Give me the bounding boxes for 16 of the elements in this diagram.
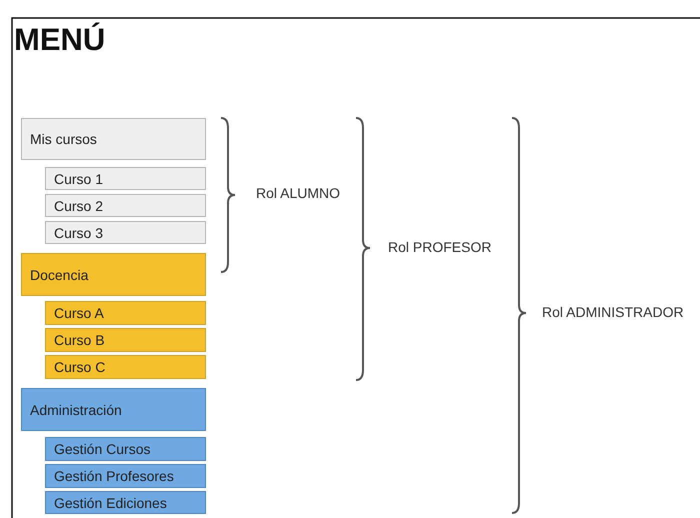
submenu-item-box: Curso C <box>45 355 206 379</box>
menu-section-box: Docencia <box>21 253 206 296</box>
submenu-item-box: Curso 1 <box>45 167 206 190</box>
submenu-item-box: Curso 2 <box>45 194 206 217</box>
submenu-item-box: Curso A <box>45 301 206 325</box>
menu-section-box: Mis cursos <box>21 118 206 160</box>
role-label: Rol ADMINISTRADOR <box>542 304 684 320</box>
submenu-item-box: Curso B <box>45 328 206 352</box>
submenu-item-box: Gestión Ediciones <box>45 491 206 514</box>
submenu-item-box: Gestión Cursos <box>45 437 206 461</box>
role-label: Rol ALUMNO <box>256 185 340 201</box>
submenu-item-box: Curso 3 <box>45 221 206 244</box>
role-label: Rol PROFESOR <box>388 239 492 255</box>
submenu-item-box: Gestión Profesores <box>45 464 206 488</box>
menu-section-box: Administración <box>21 388 206 431</box>
title: MENÚ <box>14 22 106 58</box>
